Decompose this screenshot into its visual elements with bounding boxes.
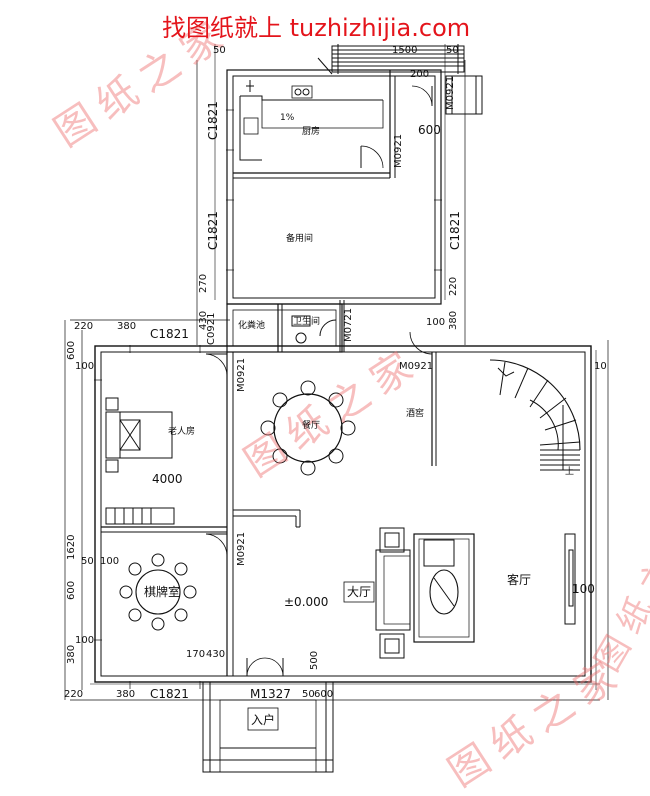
dim-600-bottom: 600 [314, 689, 334, 700]
room-septic: 化粪池 [238, 321, 266, 331]
top-right-door [411, 75, 483, 115]
doors [205, 331, 433, 677]
dim-50-top-right: 50 [446, 45, 459, 56]
dim-50-left: 50 [81, 556, 94, 567]
window-c1821-storage-right: C1821 [448, 211, 462, 250]
floor-plan-drawing [64, 44, 609, 773]
dim-600-left: 600 [66, 340, 77, 360]
window-markers [94, 109, 442, 689]
dim-1500: 1500 [392, 45, 418, 56]
elder-bed [105, 397, 175, 525]
dim-100-left-c: 100 [75, 635, 95, 646]
dim-430-b: 430 [206, 649, 226, 660]
door-m0721: M0721 [343, 307, 354, 342]
top-wing-walls [196, 44, 466, 345]
room-storage: 备用间 [286, 234, 314, 244]
door-m1327: M1327 [250, 687, 291, 701]
dim-430: 430 [198, 310, 209, 330]
room-bathroom: 卫生间 [293, 317, 321, 327]
entrance-porch [202, 681, 334, 773]
room-living: 客厅 [507, 573, 532, 587]
door-m0921-corridor: M0921 [399, 361, 434, 372]
dim-50-bottom: 50 [302, 689, 315, 700]
stair-up-mark: 上 [565, 467, 575, 477]
dim-380-left: 380 [66, 644, 77, 664]
dim-100-left-b: 100 [100, 556, 120, 567]
dim-50-top-left: 50 [213, 45, 226, 56]
room-hall: 大厅 [347, 585, 372, 599]
site-banner: 找图纸就上 tuzhizhijia.com [162, 14, 471, 42]
dim-1620: 1620 [66, 534, 77, 560]
living-furniture [375, 527, 576, 659]
window-c1821-bottom: C1821 [150, 687, 189, 701]
dim-100-right: 100 [426, 317, 446, 328]
window-c1821-storage-left: C1821 [206, 211, 220, 250]
door-m0921-bedroom: M0921 [236, 357, 247, 392]
room-entrance: 入户 [251, 713, 276, 727]
dim-380-top: 380 [117, 321, 137, 332]
dim-270: 270 [198, 273, 209, 293]
dim-100-left-a: 100 [75, 361, 95, 372]
elevation-mark: ±0.000 [284, 595, 329, 609]
spiral-stair [489, 359, 581, 471]
dim-220-top: 220 [74, 321, 94, 332]
room-chess: 棋牌室 [144, 585, 181, 599]
dim-600: 600 [418, 123, 441, 137]
dim-380-bottom: 380 [116, 689, 136, 700]
dining-table [260, 380, 356, 476]
partitions [101, 300, 437, 676]
door-m0921-kitchen: M0921 [393, 133, 404, 168]
dim-100-living: 100 [572, 582, 595, 596]
dim-380-right: 380 [448, 310, 459, 330]
room-kitchen: 厨房 [302, 127, 321, 137]
top-steps [317, 44, 465, 75]
door-m0921-chess: M0921 [236, 531, 247, 566]
dim-600-left-b: 600 [66, 580, 77, 600]
kitchen-fixtures [239, 80, 384, 161]
dim-10: 10 [594, 361, 607, 372]
window-c1821-top-left: C1821 [150, 327, 189, 341]
dim-500: 500 [309, 650, 320, 670]
dim-220-right: 220 [448, 276, 459, 296]
chess-table [119, 553, 197, 631]
window-c1821-kitchen: C1821 [206, 101, 220, 140]
room-elder-bedroom: 老人房 [168, 427, 196, 437]
dim-220-bottom: 220 [64, 689, 84, 700]
kitchen-door [360, 145, 384, 169]
dim-170: 170 [186, 649, 206, 660]
dim-200: 200 [410, 69, 430, 80]
main-walls [64, 319, 609, 701]
room-dining: 餐厅 [302, 421, 321, 431]
hall-label-box [343, 581, 375, 603]
door-m0921-top: M0921 [445, 75, 456, 110]
bedroom-size: 4000 [152, 472, 183, 486]
room-wine-cabinet: 酒窖 [406, 409, 425, 419]
slope-mark: 1% [280, 113, 295, 123]
